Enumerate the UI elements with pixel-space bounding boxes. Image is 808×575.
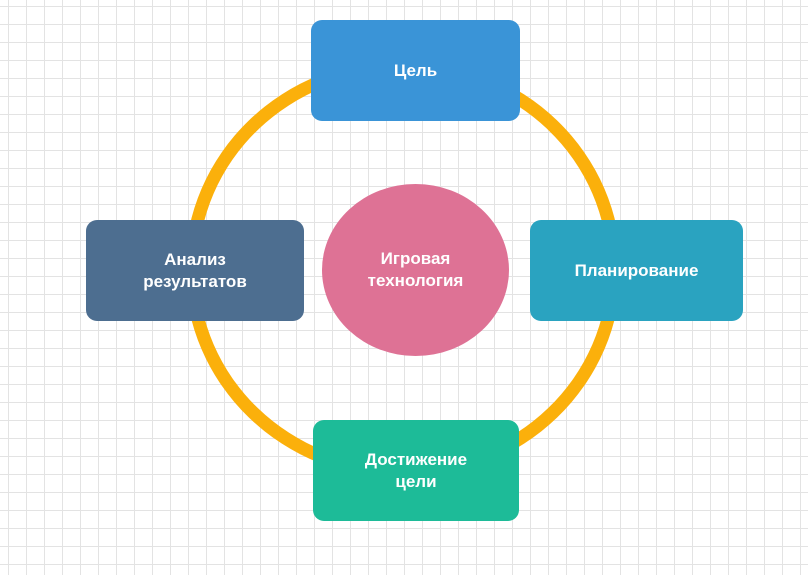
center-circle: Игровая технология [322, 184, 509, 356]
node-achievement: Достижение цели [313, 420, 519, 521]
node-planning: Планирование [530, 220, 743, 321]
node-goal: Цель [311, 20, 520, 121]
node-analysis: Анализ результатов [86, 220, 304, 321]
